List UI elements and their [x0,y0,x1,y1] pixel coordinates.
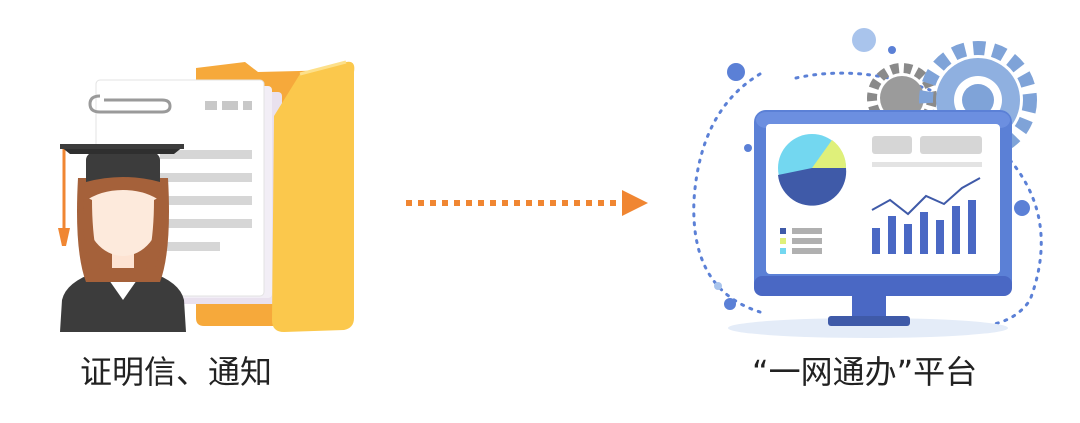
monitor-shadow [728,318,1008,338]
pie-chart-icon [778,134,847,254]
header-blocks [872,136,982,167]
paperclip-icon [88,94,172,114]
folder-front [272,60,355,332]
source-label: 证明信、通知 [80,353,273,391]
arrow-right-icon [406,190,648,216]
bar-chart-icon [871,177,981,254]
target-label: “一网通办”平台 [752,353,978,391]
graduate-icon [58,144,186,332]
